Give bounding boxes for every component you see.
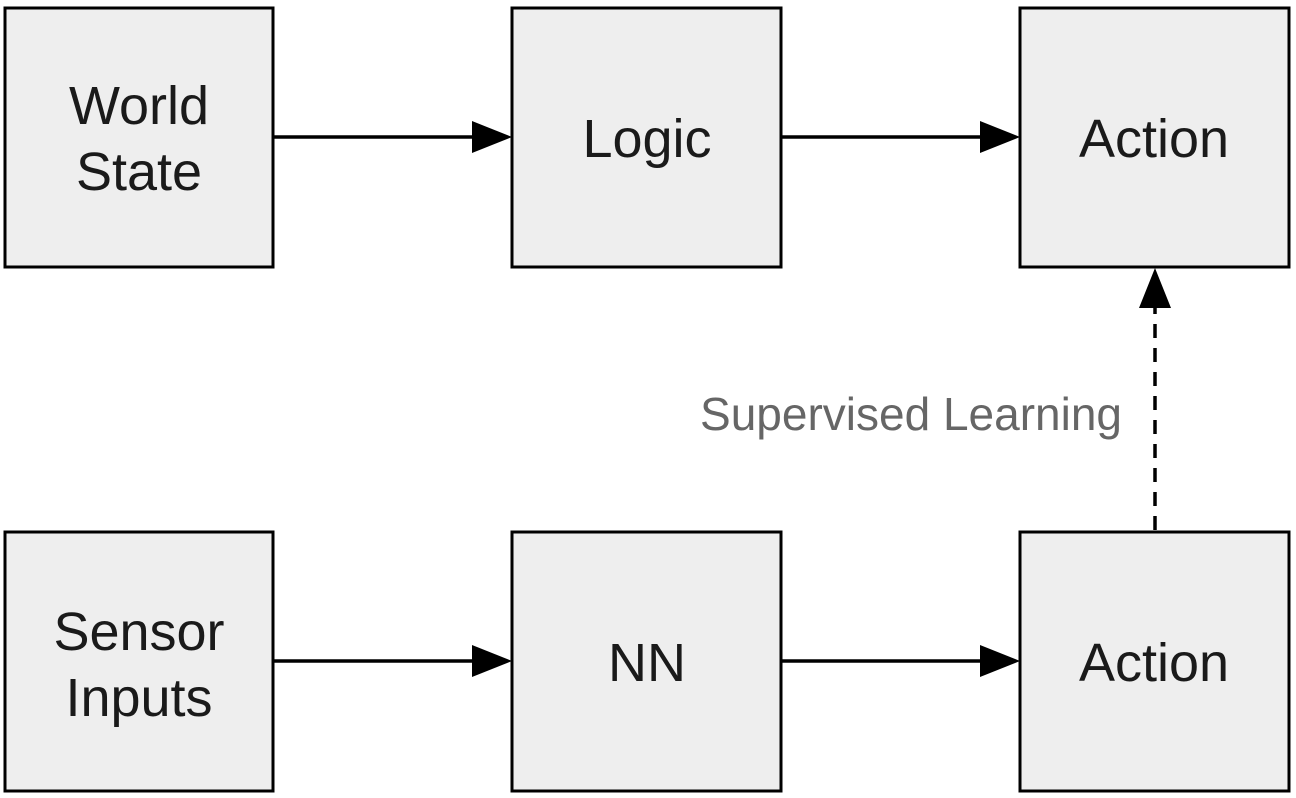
action-bottom-box: Action bbox=[1018, 530, 1291, 793]
arrow-nn-to-action bbox=[781, 645, 1020, 677]
arrow-supervised-learning bbox=[1139, 268, 1171, 530]
action-top-box: Action bbox=[1018, 6, 1291, 269]
world-state-box: World State bbox=[3, 6, 275, 269]
world-state-label-line1: World bbox=[69, 76, 209, 136]
arrowhead-right-icon bbox=[980, 121, 1020, 153]
arrowhead-right-icon bbox=[472, 121, 512, 153]
arrow-logic-to-action bbox=[781, 121, 1020, 153]
arrowhead-right-icon bbox=[472, 645, 512, 677]
sensor-inputs-label-line1: Sensor bbox=[53, 602, 224, 662]
logic-box: Logic bbox=[510, 6, 783, 269]
arrow-world-state-to-logic bbox=[273, 121, 512, 153]
world-state-label-line2: State bbox=[76, 142, 202, 202]
action-bottom-label: Action bbox=[1079, 633, 1229, 693]
nn-label: NN bbox=[608, 633, 686, 693]
arrowhead-right-icon bbox=[980, 645, 1020, 677]
arrow-sensor-inputs-to-nn bbox=[273, 645, 512, 677]
arrowhead-up-icon bbox=[1139, 268, 1171, 308]
supervised-learning-label: Supervised Learning bbox=[700, 388, 1122, 440]
sensor-inputs-box: Sensor Inputs bbox=[3, 530, 275, 793]
action-top-label: Action bbox=[1079, 109, 1229, 169]
sensor-inputs-label-line2: Inputs bbox=[65, 668, 212, 728]
nn-box: NN bbox=[510, 530, 783, 793]
logic-label: Logic bbox=[582, 109, 711, 169]
